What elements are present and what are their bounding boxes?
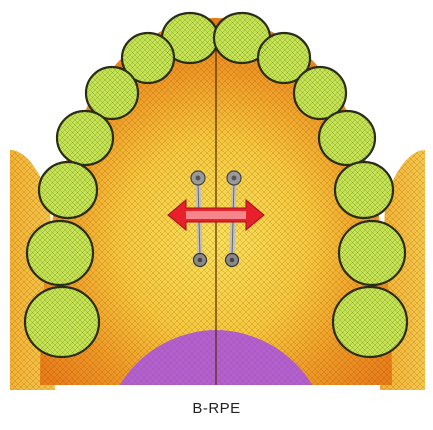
screw-icon (194, 254, 207, 267)
screw-icon (191, 171, 205, 185)
screw-icon (227, 171, 241, 185)
figure-caption: B-RPE (0, 400, 433, 417)
screw-icon (226, 254, 239, 267)
